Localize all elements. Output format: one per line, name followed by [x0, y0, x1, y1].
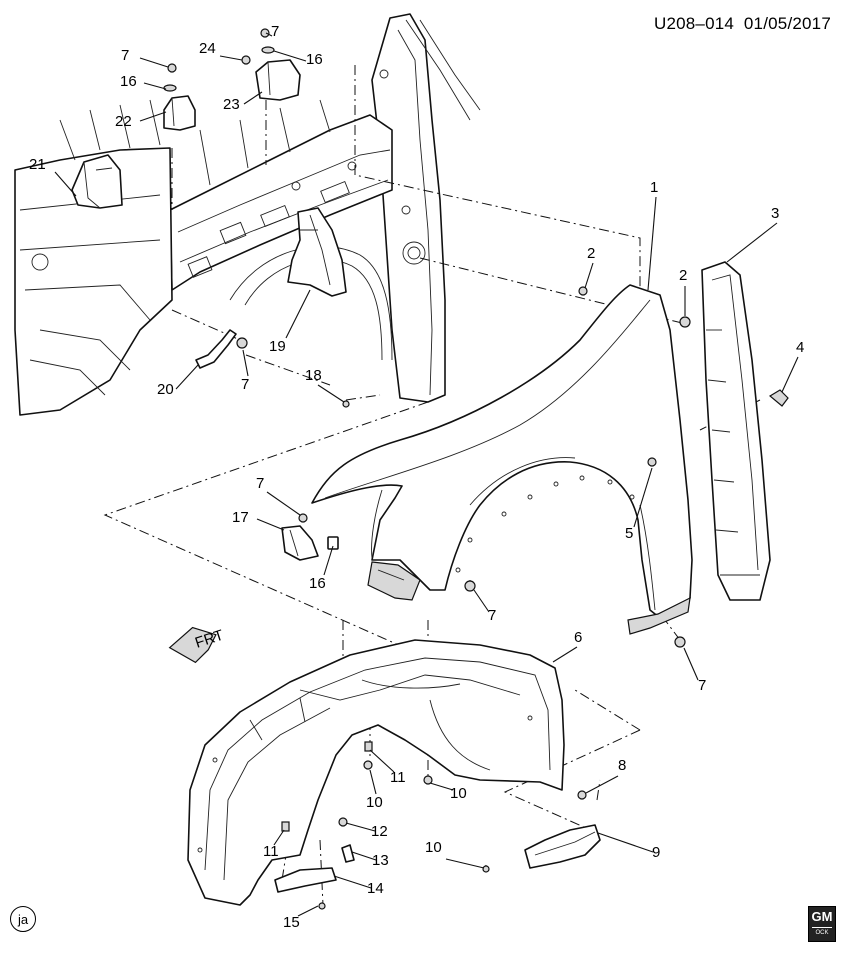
body-structure [14, 13, 481, 416]
callout-c7b: 7 [121, 47, 129, 64]
clip-11b [281, 821, 290, 832]
callout-c19: 19 [269, 338, 286, 355]
fastener-7d [298, 513, 308, 523]
fastener-5 [647, 457, 657, 467]
diagram-code: U208–014 [653, 14, 735, 33]
clip-4 [768, 389, 789, 407]
callout-c21: 21 [29, 156, 46, 173]
bracket-17 [281, 525, 319, 561]
callout-c10a: 10 [366, 794, 383, 811]
bracket-14 [274, 867, 337, 893]
fastener-2a [578, 286, 588, 296]
callout-c1: 1 [650, 179, 658, 196]
front-arrow: FRT [168, 626, 226, 664]
callout-c11b: 11 [263, 843, 279, 860]
callout-c2b: 2 [679, 267, 687, 284]
gm-logo-text: GM [811, 909, 833, 924]
callout-c5: 5 [625, 525, 633, 542]
callout-c10c: 10 [425, 839, 442, 856]
liner-body [187, 639, 565, 906]
callout-c7a: 7 [271, 23, 279, 40]
callout-c8: 8 [618, 757, 626, 774]
front-arrow-icon [168, 626, 217, 664]
fastener-15 [318, 902, 326, 910]
bracket-20 [195, 329, 237, 369]
callout-c16a: 16 [306, 51, 323, 68]
fender-rear-tab [627, 596, 691, 635]
fender-rear-seal [701, 261, 771, 601]
callout-c22: 22 [115, 113, 132, 130]
hinge-pillar [371, 13, 446, 403]
callout-c24: 24 [199, 40, 216, 57]
callout-c18: 18 [305, 367, 322, 384]
callout-c14: 14 [367, 880, 384, 897]
leader-lines [54, 32, 799, 917]
clip-13 [341, 844, 355, 863]
callout-c15: 15 [283, 914, 300, 931]
callout-c10b: 10 [450, 785, 467, 802]
callout-c2a: 2 [587, 245, 595, 262]
callout-c13: 13 [372, 852, 389, 869]
fastener-7b [167, 63, 177, 73]
upper-rail [169, 114, 393, 291]
gm-logo-subtext: OCK [812, 927, 832, 938]
fastener-8 [577, 790, 587, 800]
callout-c4: 4 [796, 339, 804, 356]
fastener-10c [482, 865, 490, 873]
callout-c7e: 7 [488, 607, 496, 624]
fastener-18 [342, 400, 350, 408]
fastener-7a [260, 28, 270, 38]
callout-c17: 17 [232, 509, 249, 526]
fender [311, 284, 693, 635]
diagram-date: 01/05/2017 [743, 14, 831, 33]
front-structure [14, 147, 173, 416]
clip-11a [364, 741, 373, 752]
callout-c16b: 16 [120, 73, 137, 90]
callout-c12: 12 [371, 823, 388, 840]
callout-c7c: 7 [241, 376, 249, 393]
brackets [71, 59, 355, 893]
author-initials-badge: ja [10, 906, 36, 932]
fastener-7e [464, 580, 476, 592]
callout-c6: 6 [574, 629, 582, 646]
diagram-header: U208–014 01/05/2017 [654, 14, 831, 34]
washer-16b [163, 84, 177, 92]
callout-c11a: 11 [390, 769, 406, 786]
wheelhouse-liner [187, 639, 565, 906]
callout-c9: 9 [652, 844, 660, 861]
fender-panel [311, 284, 693, 619]
nut-16-lower [327, 536, 339, 550]
fastener-7c [236, 337, 248, 349]
bracket-22 [163, 95, 196, 131]
callout-numbers: 1223456777777891010101111121314151616161… [29, 23, 804, 931]
gm-logo: GM OCK [808, 906, 836, 942]
fastener-24 [241, 55, 251, 65]
fasteners [163, 28, 789, 910]
splash-shield [524, 824, 601, 869]
fastener-7f [674, 636, 686, 648]
callout-c23: 23 [223, 96, 240, 113]
fastener-10a [363, 760, 373, 770]
callout-c16c: 16 [309, 575, 326, 592]
washer-16a [261, 46, 275, 54]
callout-c20: 20 [157, 381, 174, 398]
callout-c7f: 7 [698, 677, 706, 694]
callout-c7d: 7 [256, 475, 264, 492]
fastener-12 [338, 817, 348, 827]
callout-c3: 3 [771, 205, 779, 222]
fastener-2b [679, 316, 691, 328]
fastener-10b [423, 775, 433, 785]
bracket-23 [255, 59, 301, 101]
